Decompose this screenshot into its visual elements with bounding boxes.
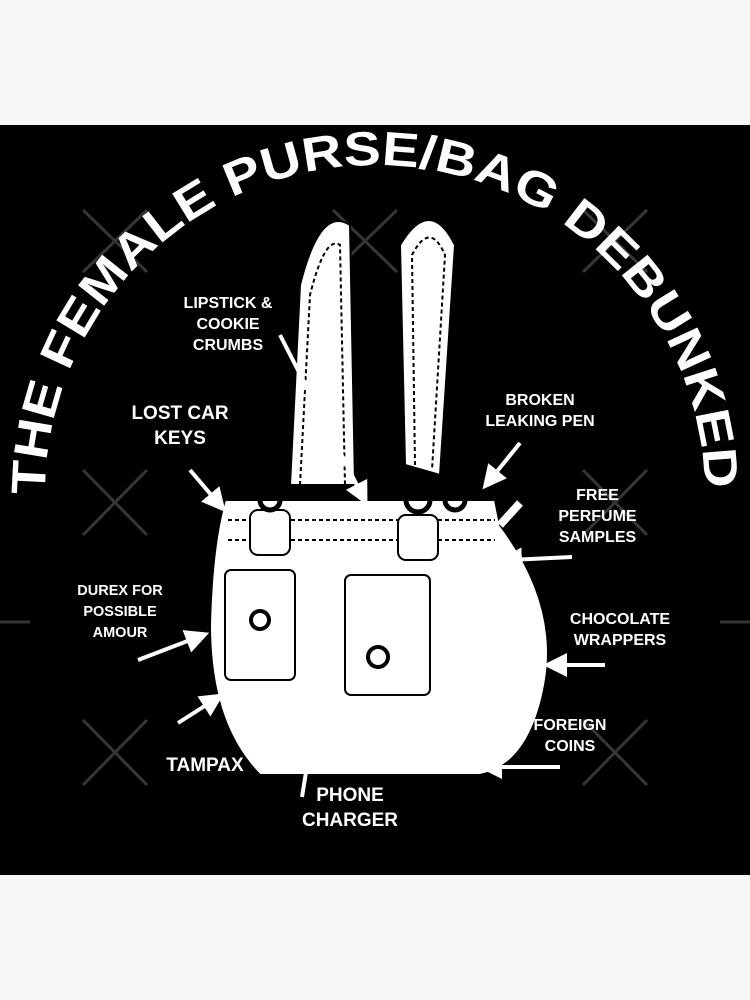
handbag-illustration — [208, 219, 549, 776]
label-tampax: TAMPAX — [166, 755, 244, 776]
label-lipstick: LIPSTICK & COOKIE CRUMBS — [183, 295, 273, 354]
arrows — [137, 334, 605, 798]
artwork-graphics: THE FEMALE PURSE/BAG DEBUNKED — [0, 125, 750, 798]
label-durex: DUREX FOR POSSIBLE AMOUR — [77, 583, 163, 641]
label-keys: LOST CAR KEYS — [131, 403, 229, 449]
label-charger: PHONE CHARGER — [301, 785, 399, 831]
artwork: THE FEMALE PURSE/BAG DEBUNKED — [0, 125, 750, 875]
label-perfume: FREE PERFUME SAMPLES — [558, 487, 637, 546]
label-pen: BROKEN LEAKING PEN — [485, 392, 595, 430]
label-coins: FOREIGN COINS — [533, 717, 607, 755]
label-chocolate: CHOCOLATE WRAPPERS — [569, 611, 671, 649]
